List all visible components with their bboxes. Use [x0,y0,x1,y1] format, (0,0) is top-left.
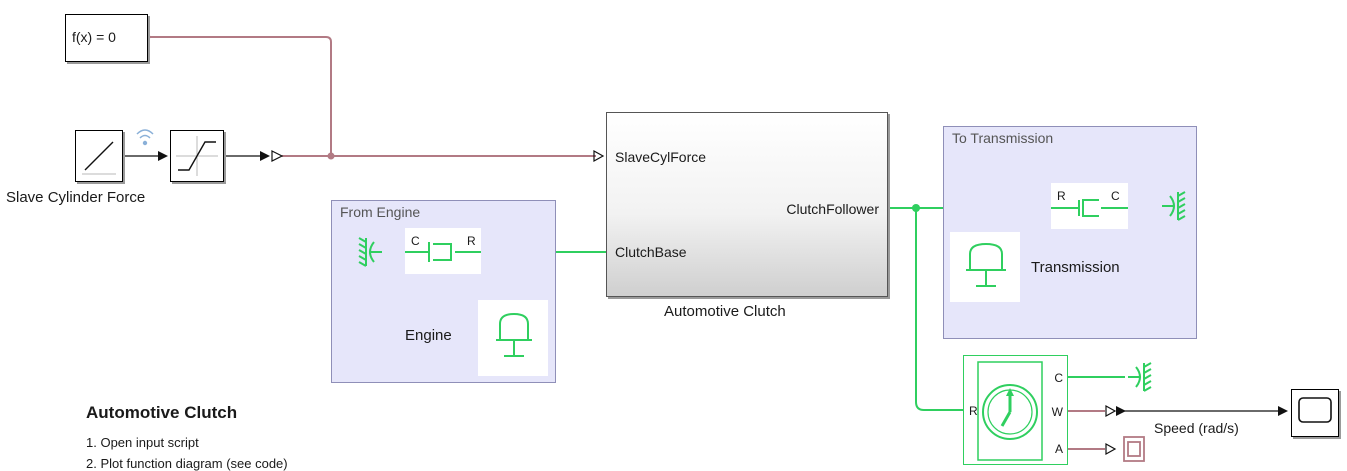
arrowhead-3 [1278,406,1288,416]
notes-item[interactable]: 2. Plot function diagram (see code) [86,456,288,471]
automotive-clutch-label: Automotive Clutch [664,303,786,320]
speedometer-icon [977,361,1043,461]
a-port-chevron [1105,442,1117,456]
inertia-icon [496,312,532,357]
ps-converter-chevron [271,150,284,162]
w-port-chevron [1105,404,1117,418]
solver-connection-line [148,36,332,156]
transmission-damper-block[interactable]: R C [1051,183,1128,229]
transmission-label: Transmission [1031,259,1120,276]
ramp-source-block[interactable] [75,130,123,182]
notes-item[interactable]: 1. Open input script [86,435,199,450]
sensor-port-c: C [1054,371,1063,385]
solver-label: f(x) = 0 [72,29,116,45]
sensor-port-a: A [1054,442,1063,456]
transmission-damper-port-c: C [1111,189,1120,203]
slavecylforce-port-chevron [593,149,605,163]
engine-damper-block[interactable]: C R [405,228,481,274]
saturation-icon [176,136,218,176]
saturation-block[interactable] [170,130,224,182]
engine-inertia-block[interactable] [478,300,548,376]
sensor-ground-icon [1128,362,1152,392]
damper-icon [1051,199,1128,217]
sensor-port-r: R [969,404,978,418]
force-branch-dot [327,152,335,160]
sensor-r-line [915,208,968,411]
speed-signal-label: Speed (rad/s) [1154,420,1239,436]
engine-ground-icon [358,237,382,267]
scope-block[interactable] [1291,389,1339,437]
slave-cylinder-force-label: Slave Cylinder Force [6,189,146,206]
rotational-motion-sensor-block[interactable]: R C W A [963,355,1068,465]
scope-icon [1298,397,1332,423]
engine-label: Engine [405,327,452,344]
arrowhead-1 [158,151,168,161]
engine-damper-port-r: R [467,234,476,248]
transmission-ground-icon [1162,191,1186,221]
wireless-icon [136,129,154,146]
follower-branch-dot [912,204,920,212]
arrowhead-2 [260,151,270,161]
automotive-clutch-subsystem[interactable]: SlaveCylForce ClutchFollower ClutchBase [606,112,888,297]
clutchfollower-port-label: ClutchFollower [786,201,879,217]
damper-icon [405,242,481,262]
slavecylforce-port-label: SlaveCylForce [615,149,707,165]
arrowhead-4 [1116,406,1126,416]
transmission-inertia-block[interactable] [950,232,1020,302]
inertia-icon [966,242,1006,287]
solver-configuration-block[interactable]: f(x) = 0 [65,14,148,62]
terminator-icon[interactable] [1122,435,1148,463]
ramp-icon [82,141,116,175]
notes-title: Automotive Clutch [86,403,238,422]
to-transmission-title: To Transmission [952,130,1054,146]
transmission-damper-port-r: R [1057,189,1066,203]
clutchbase-port-label: ClutchBase [615,244,687,260]
from-engine-title: From Engine [340,204,421,220]
engine-damper-port-c: C [411,234,420,248]
sensor-port-w: W [1051,405,1063,419]
